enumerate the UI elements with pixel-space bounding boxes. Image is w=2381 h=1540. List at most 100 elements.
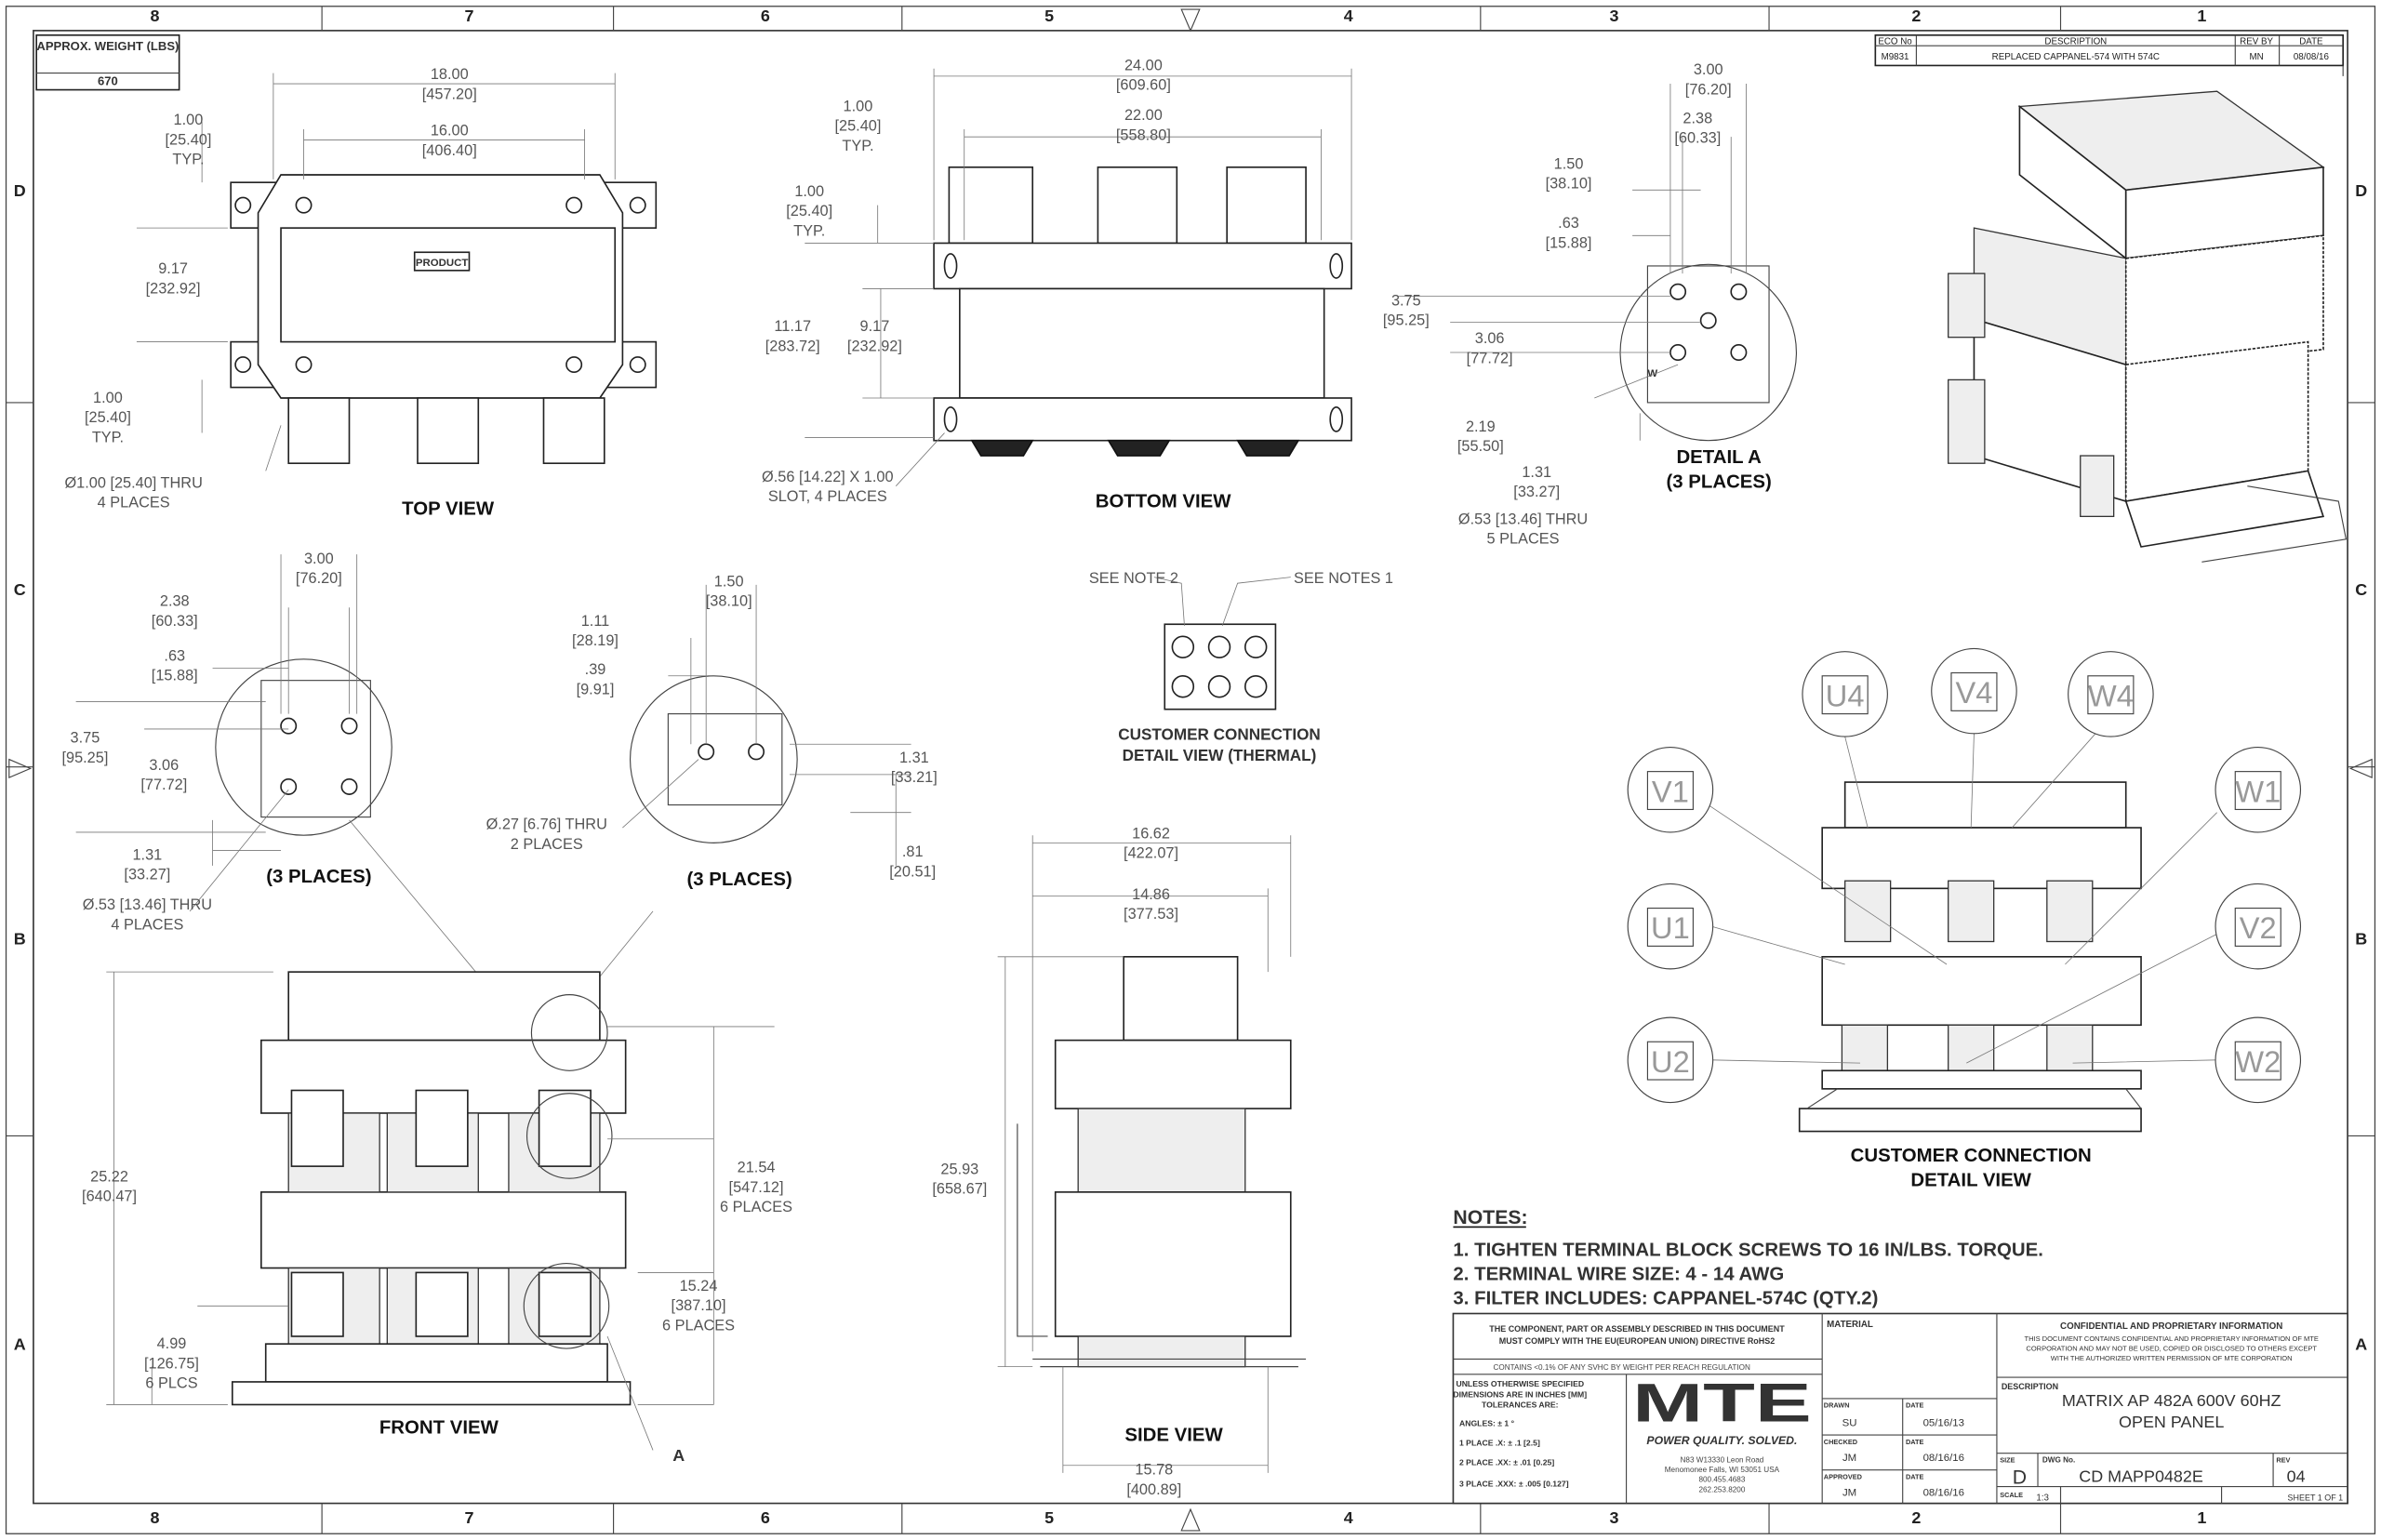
zone-row-d-right: D [2355, 181, 2367, 200]
top-view-title: TOP VIEW [402, 499, 495, 520]
da-219: 2.19 [1466, 418, 1496, 435]
top-view: PRODUCT 18.00 [457.20] 16.00 [406.40] 1.… [64, 66, 658, 520]
dim-22: 22.00 [1124, 107, 1163, 124]
rev-header-revby: REV BY [2240, 37, 2273, 47]
da-77: [77.72] [1467, 350, 1513, 366]
zone-col-1-bottom: 1 [2197, 1508, 2206, 1527]
confidential-line-1: THIS DOCUMENT CONTAINS CONFIDENTIAL AND … [2024, 1334, 2318, 1343]
confidential-line-2: CORPORATION AND MAY NOT BE USED, COPIED … [2026, 1344, 2317, 1352]
dim-typ-b: TYP. [793, 222, 825, 239]
da-131: 1.31 [1522, 464, 1551, 481]
dim-typ-bottom: TYP. [92, 429, 124, 445]
rev-by: MN [2250, 52, 2264, 62]
dim-typ-a: TYP. [842, 138, 873, 154]
approved-label: APPROVED [1824, 1472, 1862, 1480]
terminal-w4: W4 [2088, 678, 2134, 712]
side-view-title: SIDE VIEW [1124, 1426, 1223, 1446]
rev-label: REV [2276, 1455, 2290, 1464]
dl-306: 3.06 [149, 757, 179, 774]
dim-25-a: [25.40] [835, 118, 882, 135]
approved-by: JM [1842, 1487, 1856, 1498]
sv-25-93: 25.93 [940, 1161, 978, 1177]
terminal-w2: W2 [2235, 1044, 2281, 1079]
da-238: 2.38 [1683, 110, 1712, 126]
approved-date: 08/16/16 [1923, 1487, 1964, 1498]
weight-value: 670 [98, 74, 118, 88]
see-note-2: SEE NOTE 2 [1089, 570, 1178, 587]
terminal-w1: W1 [2235, 774, 2281, 808]
dm-150: 1.50 [714, 573, 744, 590]
da-375: 3.75 [1391, 292, 1421, 309]
zone-row-a-right: A [2355, 1335, 2367, 1354]
dim-558: [558.80] [1116, 126, 1171, 143]
tol-angles: ANGLES: ± 1 ° [1459, 1418, 1515, 1427]
confidential-title: CONFIDENTIAL AND PROPRIETARY INFORMATION [2060, 1321, 2282, 1332]
drawn-label: DRAWN [1824, 1401, 1850, 1410]
dim-25-top: [25.40] [166, 131, 212, 148]
mte-logo: MTE [1632, 1373, 1812, 1433]
dim-11-17: 11.17 [774, 318, 811, 335]
da-hole-places: 5 PLACES [1487, 531, 1560, 548]
zone-col-8-bottom: 8 [151, 1508, 160, 1527]
zone-row-d: D [14, 181, 26, 200]
dl-375: 3.75 [71, 730, 100, 747]
terminal-u2: U2 [1651, 1044, 1690, 1079]
hole-places: 4 PLACES [98, 495, 170, 511]
sv-400: [400.89] [1126, 1481, 1181, 1498]
dim-232-b: [232.92] [847, 338, 902, 354]
dm-81: .81 [902, 843, 924, 860]
fv-126: [126.75] [144, 1355, 199, 1372]
dl-hole-callout: Ø.53 [13.46] THRU [83, 896, 212, 913]
dl-33: [33.27] [124, 867, 170, 883]
note-1: 1. TIGHTEN TERMINAL BLOCK SCREWS TO 16 I… [1453, 1240, 2042, 1260]
customer-connection-title-2: DETAIL VIEW [1910, 1170, 2031, 1190]
zone-col-7: 7 [464, 7, 473, 25]
zone-col-1: 1 [2197, 7, 2206, 25]
da-76: [76.20] [1685, 81, 1732, 98]
thermal-title-2: DETAIL VIEW (THERMAL) [1123, 746, 1317, 764]
sv-658: [658.67] [932, 1181, 987, 1198]
checked-label: CHECKED [1824, 1438, 1857, 1446]
checked-date: 08/16/16 [1923, 1453, 1964, 1464]
rohs-line-1: THE COMPONENT, PART OR ASSEMBLY DESCRIBE… [1489, 1324, 1785, 1334]
da-95: [95.25] [1383, 312, 1430, 329]
sheet-number: SHEET 1 OF 1 [2288, 1493, 2344, 1502]
terminal-v1: V1 [1652, 774, 1689, 808]
detail-mid-subtitle: (3 PLACES) [686, 870, 791, 890]
detail-a-callout: A [672, 1446, 685, 1465]
da-3: 3.00 [1694, 61, 1723, 78]
tol-line-3: TOLERANCES ARE: [1482, 1401, 1559, 1410]
zone-col-6-bottom: 6 [761, 1508, 770, 1527]
dm-9: [9.91] [577, 681, 615, 697]
dl-63: .63 [164, 647, 185, 664]
detail-a: W 3.00 [76.20] 2.38 [60.33] 1.50 [38.10]… [1383, 61, 1797, 548]
zone-col-5-bottom: 5 [1044, 1508, 1054, 1527]
reach-note: CONTAINS <0.1% OF ANY SVHC BY WEIGHT PER… [1493, 1363, 1750, 1372]
da-hole-callout: Ø.53 [13.46] THRU [1458, 511, 1588, 528]
fv-547: [547.12] [729, 1179, 784, 1196]
dl-60: [60.33] [152, 613, 198, 630]
tol-line-1: UNLESS OTHERWISE SPECIFIED [1456, 1379, 1584, 1388]
rev-description: REPLACED CAPPANEL-574 WITH 574C [1992, 52, 2160, 62]
fv-640: [640.47] [82, 1188, 137, 1205]
address-2: Menomonee Falls, WI 53051 USA [1665, 1466, 1780, 1474]
slot-callout: Ø.56 [14.22] X 1.00 [762, 469, 893, 485]
thermal-title-1: CUSTOMER CONNECTION [1118, 724, 1321, 743]
dim-609: [609.60] [1116, 77, 1171, 94]
hole-callout: Ø1.00 [25.40] THRU [64, 474, 202, 491]
confidential-line-3: WITH THE AUTHORIZED WRITTEN PERMISSION O… [2051, 1354, 2293, 1362]
isometric-view [1948, 90, 2348, 563]
title-block: THE COMPONENT, PART OR ASSEMBLY DESCRIBE… [1452, 1312, 2348, 1505]
dim-1-b: 1.00 [794, 183, 824, 200]
notes-heading: NOTES: [1453, 1207, 1527, 1228]
dim-1-a: 1.00 [844, 98, 873, 114]
drawn-by: SU [1842, 1417, 1857, 1428]
dm-39: .39 [585, 661, 606, 678]
dim-16: 16.00 [431, 123, 469, 139]
dl-131: 1.31 [132, 846, 162, 863]
da-33: [33.27] [1513, 484, 1560, 500]
zone-col-7-bottom: 7 [464, 1508, 473, 1527]
fv-4-99: 4.99 [157, 1335, 187, 1352]
scale-label: SCALE [2000, 1491, 2023, 1499]
fv-387: [387.10] [672, 1297, 726, 1314]
